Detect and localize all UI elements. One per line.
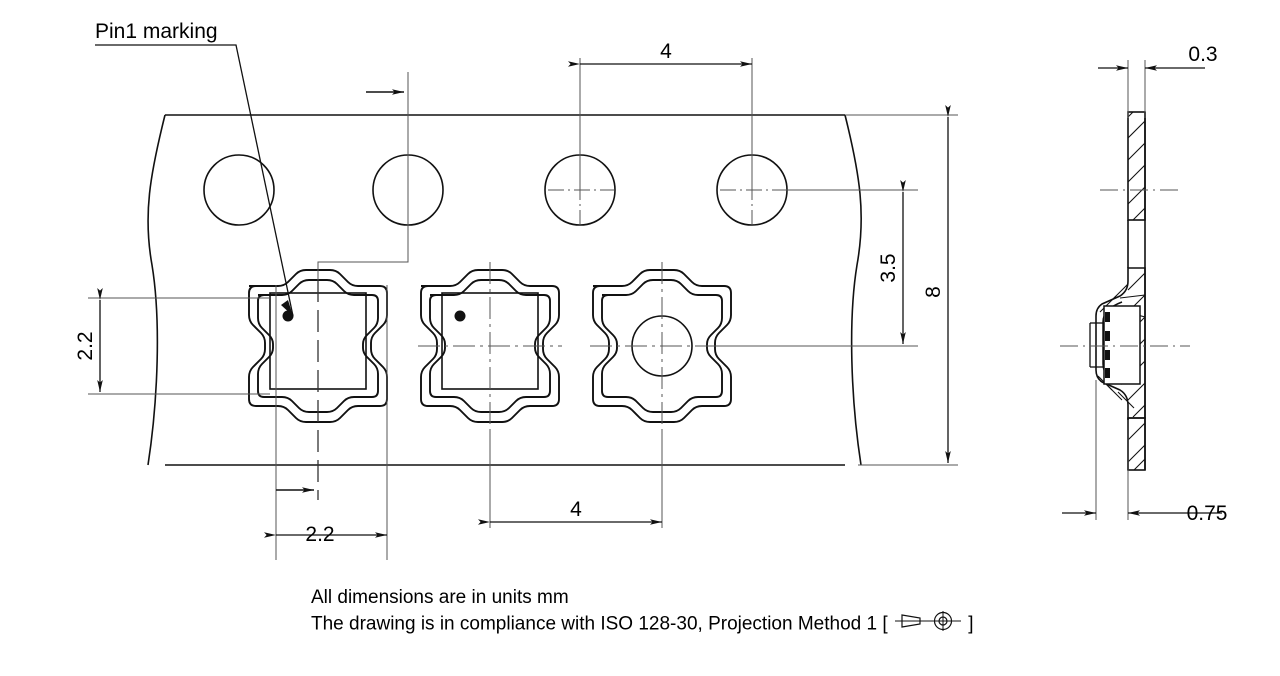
pocket-outer-outline [420,269,560,423]
pocket-section-body [1095,267,1146,419]
dimension-label-pocket-offset: 2.2 [305,523,334,546]
pocket-reference-lines [275,72,409,560]
dimension-tape-width [845,105,958,466]
dimension-label-pitch-top: 4 [660,40,672,63]
sprocket-hole [203,154,275,226]
dimension-label-pocket-width: 2.2 [74,331,97,360]
dimension-pocket-depth [1062,380,1222,520]
section-view-group [1060,60,1222,520]
pin1-dot [454,310,466,322]
tape-wall-upper [1127,111,1146,221]
dimension-hole-to-pocket [700,180,918,347]
component-section [1089,305,1141,385]
pocket-centerlines [418,262,790,432]
drawing-notes: All dimensions are in units mm The drawi… [311,585,973,639]
note-units: All dimensions are in units mm [311,587,569,608]
dimension-label-tape-width: 8 [922,286,945,298]
pin1-marking-leader [95,44,294,317]
dimension-label-pitch-bottom: 4 [570,498,582,521]
pocket-inner-outline [601,279,723,413]
note-iso-text-suffix: ] [968,613,974,635]
dimension-labels: Pin1 marking 4 4 2.2 2.2 3.5 8 0.3 0.75 [74,20,1227,546]
dimension-label-tape-thickness: 0.3 [1188,43,1217,66]
component-leads [1105,312,1110,378]
note-iso-text-prefix: The drawing is in compliance with ISO 12… [311,613,888,635]
tape-outline [147,114,863,466]
sprocket-holes [203,154,788,226]
plan-view-group [88,44,958,560]
iso-first-angle-projection-icon [894,610,962,639]
pocket-width-ext-lines [88,297,270,395]
pin1-marking-label: Pin1 marking [95,20,218,43]
section-centerlines [1060,189,1190,347]
pocket-outer-outline [248,269,388,423]
dimension-pitch-bottom [478,430,663,528]
dimension-label-pocket-depth: 0.75 [1187,502,1228,525]
tape-wall-lower [1127,417,1146,471]
dimension-label-hole-to-pocket: 3.5 [877,253,900,282]
dimension-tape-thickness [1098,60,1205,118]
sprocket-centerlines [548,158,786,224]
note-iso-compliance: The drawing is in compliance with ISO 12… [311,610,973,639]
offset-arrow-markers [276,89,404,493]
dimension-pitch-top [568,58,753,200]
pocket-outer-outline [592,269,732,423]
